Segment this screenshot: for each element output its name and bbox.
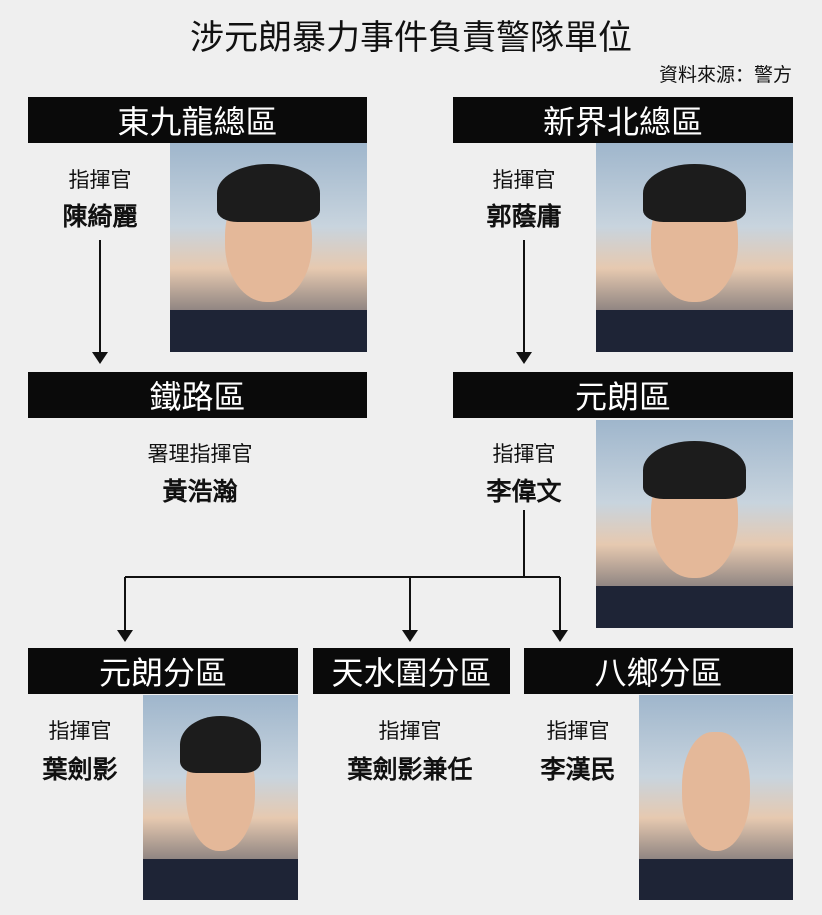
commander-role: 署理指揮官 bbox=[147, 442, 253, 466]
photo-hair bbox=[180, 715, 261, 773]
commander-photo bbox=[596, 420, 793, 628]
commander-photo bbox=[143, 695, 298, 900]
arrow-head bbox=[552, 630, 568, 642]
commander-role: 指揮官 bbox=[492, 442, 556, 466]
photo-uniform bbox=[596, 310, 793, 352]
commander-name: 陳綺麗 bbox=[62, 202, 138, 231]
commander-photo bbox=[596, 143, 793, 352]
commander-name: 葉劍影 bbox=[42, 755, 118, 784]
photo-uniform bbox=[170, 310, 367, 352]
arrow-head bbox=[402, 630, 418, 642]
commander-name: 葉劍影兼任 bbox=[347, 755, 473, 784]
commander-role: 指揮官 bbox=[68, 168, 132, 192]
division-box-pat-heung: 八鄉分區 bbox=[524, 648, 793, 694]
arrow-head bbox=[92, 352, 108, 364]
photo-uniform bbox=[143, 859, 298, 900]
commander-name: 李漢民 bbox=[540, 755, 616, 784]
commander-photo bbox=[639, 695, 793, 900]
commander-role: 指揮官 bbox=[378, 719, 442, 743]
region-box-yuen-long: 元朗區 bbox=[453, 372, 793, 418]
commander-name: 黃浩瀚 bbox=[162, 477, 238, 506]
photo-hair bbox=[217, 163, 320, 223]
region-box-east-kowloon: 東九龍總區 bbox=[28, 97, 367, 143]
chart-title: 涉元朗暴力事件負責警隊單位 bbox=[190, 18, 632, 58]
arrow-head bbox=[516, 352, 532, 364]
arrow-head bbox=[117, 630, 133, 642]
commander-name: 郭蔭庸 bbox=[486, 202, 562, 231]
photo-hair bbox=[643, 163, 746, 223]
photo-face bbox=[682, 731, 750, 851]
photo-uniform bbox=[596, 586, 793, 628]
commander-photo bbox=[170, 143, 367, 352]
commander-name: 李偉文 bbox=[486, 477, 562, 506]
division-box-yuen-long: 元朗分區 bbox=[28, 648, 298, 694]
source-note: 資料來源：警方 bbox=[658, 64, 792, 86]
commander-role: 指揮官 bbox=[546, 719, 610, 743]
commander-role: 指揮官 bbox=[48, 719, 112, 743]
photo-hair bbox=[643, 440, 746, 500]
region-box-railway: 鐵路區 bbox=[28, 372, 367, 418]
region-box-nt-north: 新界北總區 bbox=[453, 97, 793, 143]
commander-role: 指揮官 bbox=[492, 168, 556, 192]
division-box-tin-shui-wai: 天水圍分區 bbox=[313, 648, 510, 694]
photo-uniform bbox=[639, 859, 793, 900]
